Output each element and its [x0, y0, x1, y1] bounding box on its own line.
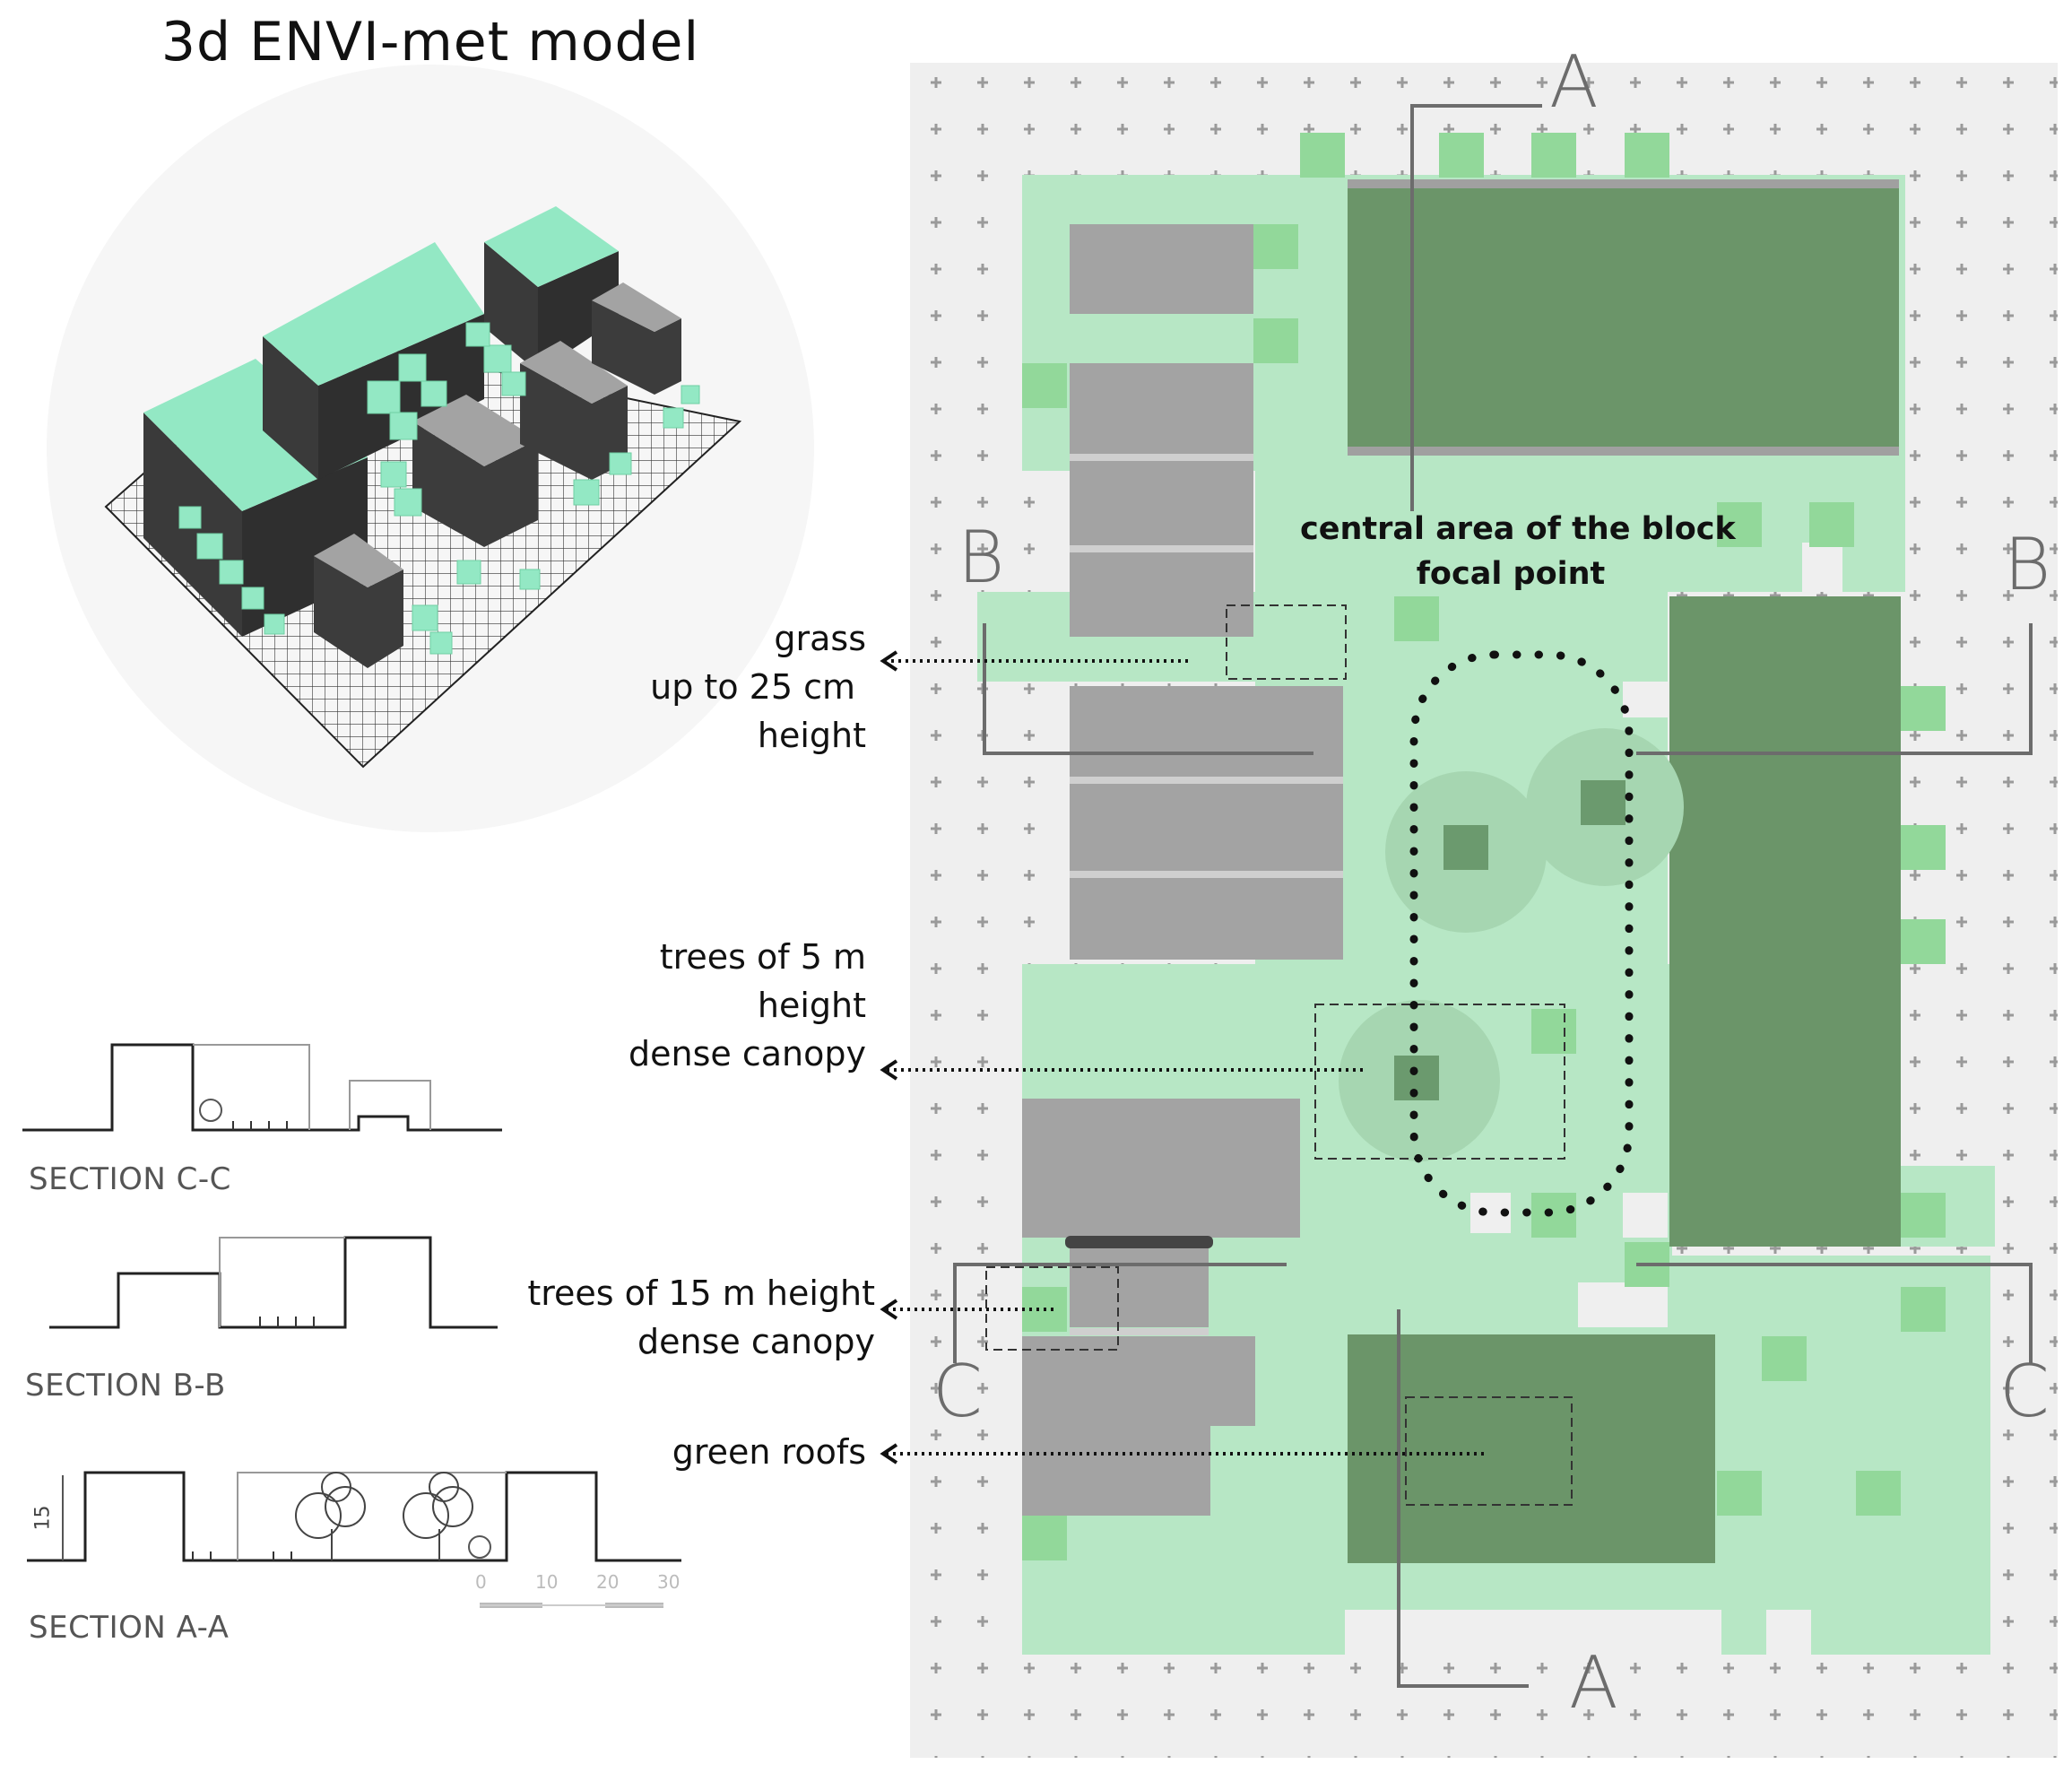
- section-letter-b-left: B: [958, 516, 1005, 599]
- building-3d-mid-front: [263, 336, 318, 480]
- scale-tick-20: 20: [596, 1571, 620, 1593]
- section-letter-a-bottom: A: [1569, 1641, 1618, 1725]
- section-line-a-top: [1410, 104, 1542, 511]
- green-roofs: [1348, 184, 1901, 1563]
- section-letter-c-left: C: [932, 1350, 983, 1433]
- building-3d-grey-1-roof: [412, 395, 538, 466]
- building-3d-grey-1: [412, 422, 538, 547]
- section-line-b-left: [983, 623, 1313, 755]
- section-bb-drawing: [49, 1236, 498, 1329]
- building-3d-grey-2-roof: [314, 534, 403, 587]
- section-cc-drawing: [22, 1043, 502, 1132]
- building-3d-right-roof: [484, 206, 619, 287]
- building-dividers: [1070, 454, 1343, 1335]
- legend-green-roofs: green roofs: [672, 1432, 866, 1472]
- focal-point-callout: central area of the block focal point: [1300, 511, 1736, 592]
- building-3d-grey-2: [314, 556, 403, 668]
- tree-cubes-3d: [178, 322, 700, 655]
- green-roof-bottom-edge: [1348, 447, 1899, 456]
- section-aa-drawing: [27, 1471, 681, 1608]
- grey-buildings: [1022, 224, 1343, 1516]
- 3d-model-view: [47, 65, 814, 832]
- small-trees: [1022, 133, 1946, 1560]
- building-3d-right-front: [484, 242, 538, 372]
- leader-arrows: [883, 659, 1484, 1456]
- section-cc-label: SECTION C-C: [29, 1161, 231, 1197]
- building-3d-grey-4: [592, 300, 681, 395]
- scale-tick-30: 30: [657, 1571, 681, 1593]
- paved-notches: [1345, 543, 1842, 1655]
- scale-tick-0: 0: [475, 1571, 487, 1593]
- section-letter-b-right: B: [2004, 523, 2051, 606]
- building-3d-mid-side: [318, 314, 484, 480]
- tree-drawing: [295, 1472, 473, 1560]
- building-3d-right-side: [538, 251, 619, 372]
- section-bb-label: SECTION B-B: [25, 1368, 226, 1404]
- arrow-heads: [880, 650, 898, 1464]
- section-line-c-right: [1636, 1263, 2033, 1363]
- green-roof-top-edge: [1348, 179, 1899, 188]
- scale-tick-10: 10: [535, 1571, 559, 1593]
- title-line-1: 3d ENVI-met model: [160, 11, 700, 74]
- section-lines: [953, 104, 2033, 1688]
- dark-roof-edge: [1065, 1236, 1213, 1248]
- section-letter-a-top: A: [1549, 40, 1599, 124]
- building-3d-grey-4-roof: [592, 282, 681, 332]
- building-3d-grey-3-roof: [520, 341, 628, 404]
- building-3d-mid-roof: [263, 242, 484, 386]
- building-3d-grey-3: [520, 363, 628, 480]
- section-line-a-bottom: [1397, 1309, 1529, 1688]
- section-line-c-left: [953, 1263, 1287, 1363]
- section-aa-label: SECTION A-A: [29, 1610, 230, 1646]
- canopy-trees: [1339, 728, 1684, 1161]
- section-line-b-right: [1636, 623, 2033, 755]
- section-letter-c-right: C: [1999, 1350, 2050, 1433]
